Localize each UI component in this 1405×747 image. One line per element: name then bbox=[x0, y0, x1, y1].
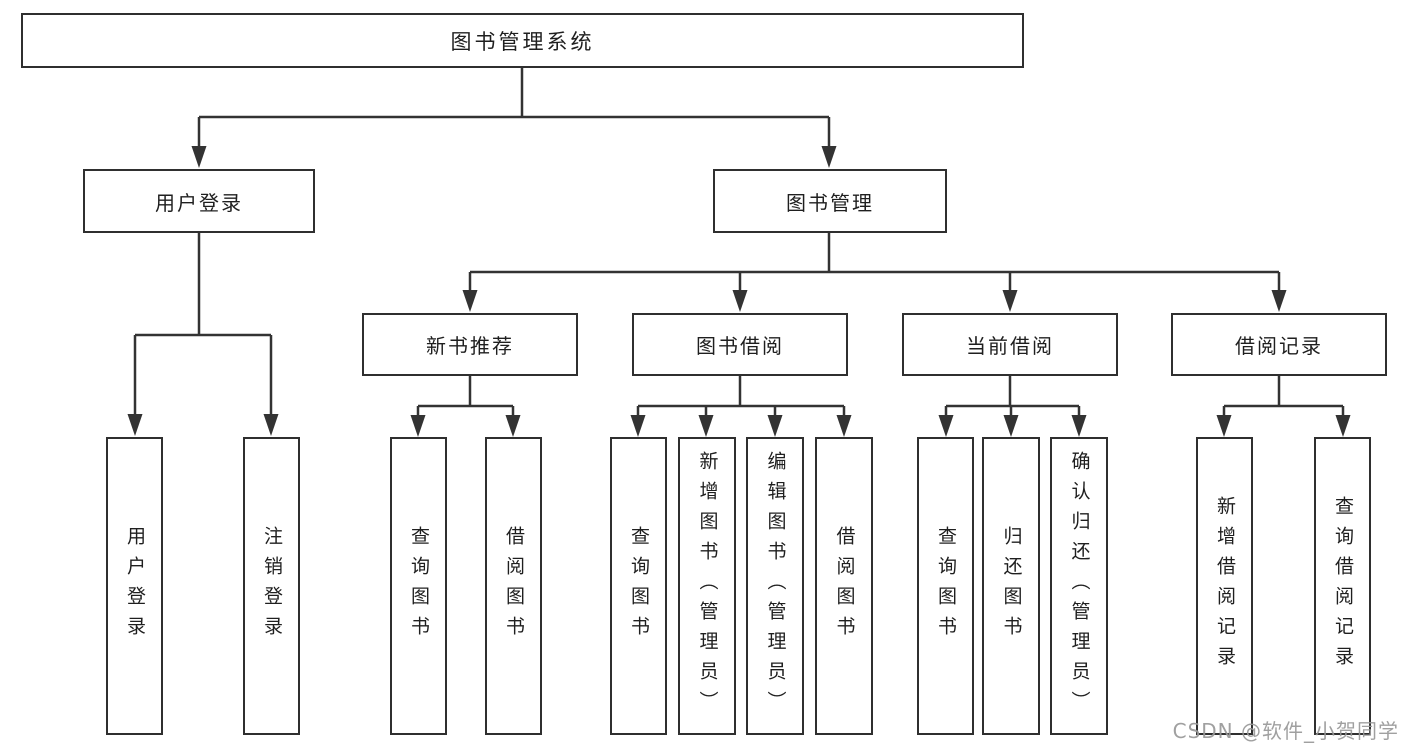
node-current-borrowing-label: 当前借阅 bbox=[966, 334, 1054, 358]
leaf-return-book-label: 归还图书 bbox=[1000, 526, 1023, 646]
node-book-management-label: 图书管理 bbox=[786, 190, 874, 215]
leaf-query-book-recommend: 查询图书 bbox=[390, 437, 447, 735]
node-new-book-recommend-label: 新书推荐 bbox=[426, 334, 514, 358]
leaf-add-book-admin: 新增图书（管理员） bbox=[678, 437, 736, 735]
watermark: CSDN @软件_小贺同学 bbox=[1172, 719, 1399, 743]
leaf-confirm-return-admin: 确认归还（管理员） bbox=[1050, 437, 1108, 735]
leaf-borrow-book-recommend-label: 借阅图书 bbox=[502, 526, 525, 646]
leaf-add-book-admin-label: 新增图书（管理员） bbox=[696, 451, 719, 721]
leaf-query-book-recommend-label: 查询图书 bbox=[407, 526, 430, 646]
node-book-borrowing-label: 图书借阅 bbox=[696, 334, 784, 358]
arrowheads bbox=[127, 146, 1351, 437]
leaf-query-book-current: 查询图书 bbox=[917, 437, 974, 735]
leaf-logout-label: 注销登录 bbox=[260, 526, 283, 646]
leaf-user-login: 用户登录 bbox=[106, 437, 163, 735]
leaf-user-login-label: 用户登录 bbox=[123, 526, 146, 646]
leaf-query-borrow-record: 查询借阅记录 bbox=[1314, 437, 1371, 735]
node-user-login: 用户登录 bbox=[83, 169, 315, 233]
node-root: 图书管理系统 bbox=[21, 13, 1024, 68]
leaf-borrow-book-recommend: 借阅图书 bbox=[485, 437, 542, 735]
node-borrowing-records-label: 借阅记录 bbox=[1235, 334, 1323, 358]
leaf-logout: 注销登录 bbox=[243, 437, 300, 735]
leaf-query-book-borrowing: 查询图书 bbox=[610, 437, 667, 735]
leaf-borrow-book-label: 借阅图书 bbox=[833, 526, 856, 646]
node-user-login-label: 用户登录 bbox=[155, 190, 243, 215]
node-root-label: 图书管理系统 bbox=[450, 29, 595, 54]
leaf-return-book: 归还图书 bbox=[982, 437, 1040, 735]
node-current-borrowing: 当前借阅 bbox=[902, 313, 1118, 376]
leaf-add-borrow-record-label: 新增借阅记录 bbox=[1213, 496, 1236, 676]
node-book-management: 图书管理 bbox=[713, 169, 947, 233]
leaf-query-book-borrowing-label: 查询图书 bbox=[627, 526, 650, 646]
leaf-borrow-book: 借阅图书 bbox=[815, 437, 873, 735]
node-book-borrowing: 图书借阅 bbox=[632, 313, 848, 376]
leaf-query-book-current-label: 查询图书 bbox=[934, 526, 957, 646]
leaf-confirm-return-admin-label: 确认归还（管理员） bbox=[1068, 451, 1091, 721]
leaf-edit-book-admin: 编辑图书（管理员） bbox=[746, 437, 804, 735]
node-borrowing-records: 借阅记录 bbox=[1171, 313, 1387, 376]
node-new-book-recommend: 新书推荐 bbox=[362, 313, 578, 376]
leaf-query-borrow-record-label: 查询借阅记录 bbox=[1331, 496, 1354, 676]
leaf-add-borrow-record: 新增借阅记录 bbox=[1196, 437, 1253, 735]
leaf-edit-book-admin-label: 编辑图书（管理员） bbox=[764, 451, 787, 721]
